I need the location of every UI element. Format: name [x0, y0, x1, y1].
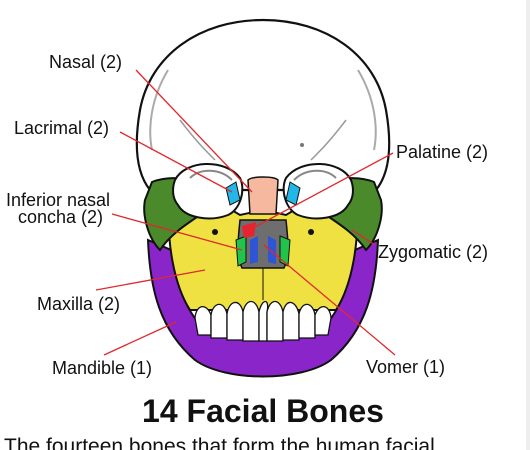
nasal-bone — [247, 176, 279, 215]
leader-lines — [95, 69, 396, 356]
palatine-red — [242, 222, 256, 238]
label-palatine: Palatine (2) — [396, 142, 488, 162]
temporal-line-right — [310, 119, 347, 161]
label-zygomatic: Zygomatic (2) — [378, 242, 488, 262]
inferior-concha-left — [235, 235, 247, 267]
palatine-blue-right — [268, 236, 276, 264]
supraorbital-mark — [300, 143, 304, 147]
leader-palatine — [252, 152, 394, 229]
lacrimal-left — [225, 181, 241, 206]
label-inferior-nasal-line1: Inferior nasal — [6, 190, 110, 210]
facial-bones-diagram: Nasal (2) Lacrimal (2) Inferior nasal co… — [6, 18, 488, 378]
orbit-shadow-left — [189, 169, 233, 181]
palatine-blue-left — [250, 236, 258, 264]
label-nasal: Nasal (2) — [49, 52, 122, 72]
label-inferior-nasal-line2: concha (2) — [18, 207, 103, 227]
lacrimal-right — [285, 181, 301, 206]
foramen-left — [212, 229, 218, 235]
inferior-concha-right — [279, 235, 291, 267]
scrollbar-track — [526, 0, 530, 450]
figure-caption: The fourteen bones that form the human f… — [4, 435, 435, 450]
leader-nasal — [135, 69, 253, 193]
leader-lacrimal — [119, 131, 233, 193]
vomer-bone — [260, 222, 266, 266]
leader-maxilla — [95, 269, 206, 291]
cranium-shading-right — [357, 69, 377, 151]
label-maxilla: Maxilla (2) — [37, 294, 120, 314]
temporal-line-left — [179, 119, 216, 161]
leader-mandible — [103, 321, 177, 356]
foramen-right — [308, 229, 314, 235]
leader-zygomatic — [351, 229, 376, 246]
cranium — [135, 18, 391, 192]
diagram-title: 14 Facial Bones — [142, 393, 384, 429]
orbit-shadow-right — [293, 169, 337, 181]
label-vomer: Vomer (1) — [366, 357, 445, 377]
label-mandible: Mandible (1) — [52, 358, 152, 378]
label-lacrimal: Lacrimal (2) — [14, 118, 109, 138]
leader-vomer — [263, 244, 396, 356]
cranium-shading-left — [149, 69, 169, 151]
leader-inferior-nasal — [111, 213, 243, 251]
teeth — [194, 300, 332, 342]
